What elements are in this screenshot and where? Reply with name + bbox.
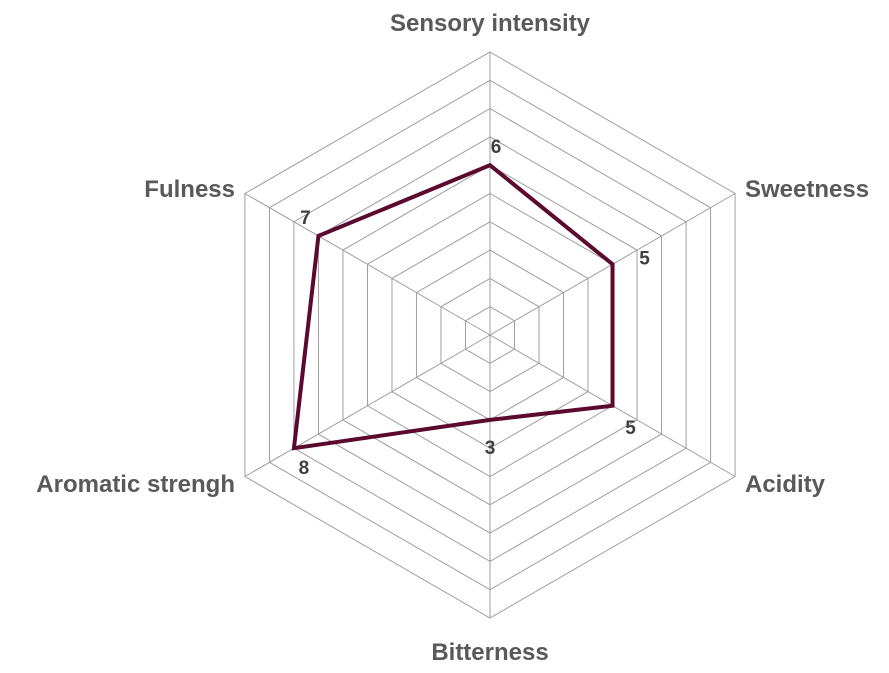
data-label-fulness: 7 [300, 208, 311, 229]
axis-label-sweetness: Sweetness [745, 176, 869, 203]
axis-label-aromatic-strengh: Aromatic strengh [36, 471, 235, 498]
axis-label-fulness: Fulness [144, 176, 235, 203]
data-label-bitterness: 3 [485, 438, 496, 459]
axis-label-acidity: Acidity [745, 471, 826, 498]
data-labels: 6 5 5 3 8 7 [299, 137, 651, 479]
series-line [291, 162, 615, 451]
radar-series [291, 162, 615, 451]
axis-labels: Sensory intensitySweetnessAcidityBittern… [36, 10, 869, 666]
data-label-sweetness: 5 [639, 248, 650, 269]
axis-label-bitterness: Bitterness [431, 639, 548, 666]
data-label-sensory-intensity: 6 [491, 137, 502, 158]
axis-label-sensory-intensity: Sensory intensity [390, 10, 591, 37]
axis-spoke [244, 193, 491, 336]
axis-spoke [244, 334, 491, 477]
data-label-aromatic-strengh: 8 [299, 458, 310, 479]
data-label-acidity: 5 [625, 418, 636, 439]
